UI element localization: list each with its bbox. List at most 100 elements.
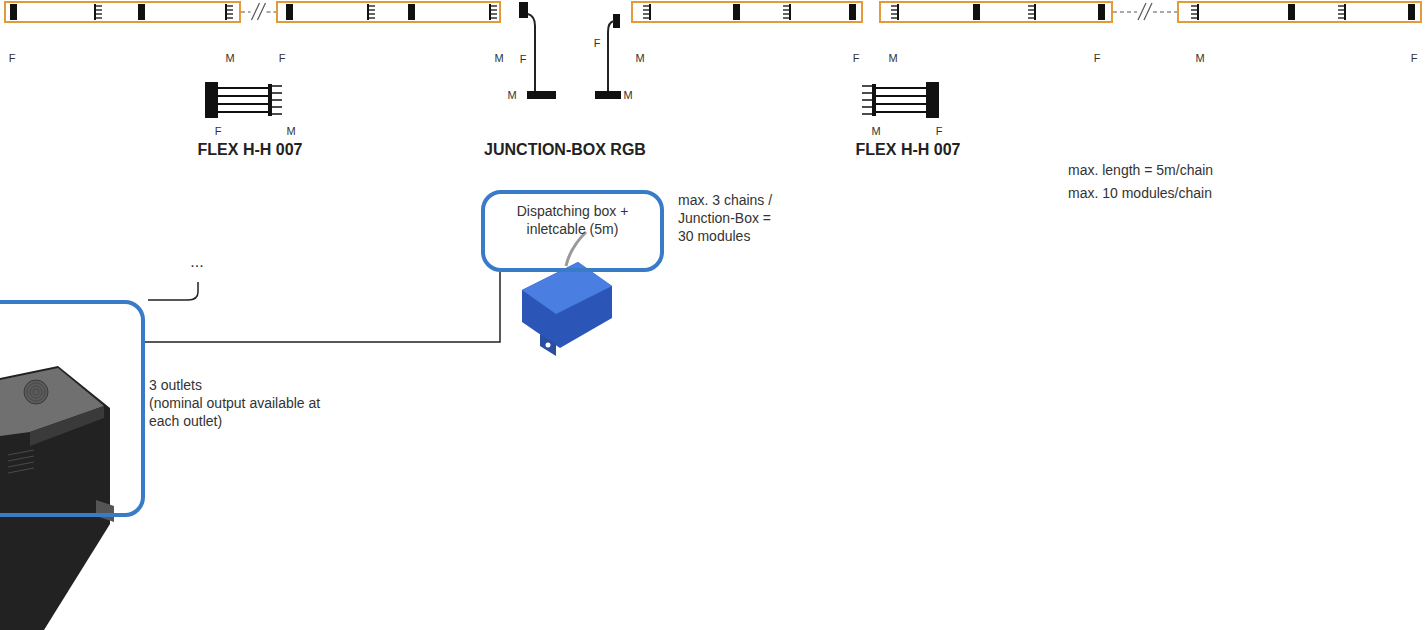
flex-tooth [862,106,872,108]
module-connector [733,4,740,20]
flex-wire [218,103,268,105]
outlet-wire [148,282,198,300]
flex-tooth [862,92,872,94]
comb-tooth [643,17,650,18]
comb-tooth [1338,13,1345,14]
comb-tooth [783,9,790,10]
comb-tooth [1028,17,1035,18]
flex-tooth [862,113,872,115]
comb-tooth [643,9,650,10]
module-connector [138,4,145,20]
comb-tooth [95,5,102,6]
connector-gender: M [494,51,503,65]
comb-tooth [95,17,102,18]
dispatching-box: Dispatching box + inletcable (5m) [481,190,664,272]
lead-plug [595,91,621,99]
flex-wire [876,95,926,97]
node-text: 3 outlets [149,376,329,394]
comb-tooth [226,5,233,6]
connector-gender: M [1195,51,1204,65]
flex-plug [926,82,939,118]
flex-tooth [862,99,872,101]
connector-gender: M [623,88,632,102]
connector-gender: F [215,124,222,138]
flex-tooth [272,113,282,115]
module-connector [1098,4,1105,20]
comb-tooth [95,9,102,10]
module-connector [1288,4,1295,20]
device-print [8,468,34,473]
comb-tooth [891,13,898,14]
speaker-ring [33,389,39,395]
led-module [277,2,500,22]
module-connector [973,4,980,20]
module-outline [1178,2,1421,22]
chain-break [241,3,276,20]
connector-gender: M [888,51,897,65]
comb-tooth [1191,17,1198,18]
speaker-grille [24,380,48,404]
comb-tooth [643,5,650,6]
connector-gender: F [9,51,16,65]
connector-gender: F [936,124,943,138]
comb-tooth [226,17,233,18]
led-module [632,2,862,22]
text-holder: Dispatching box + inletcable (5m) [503,202,643,238]
comb-tooth [891,5,898,6]
connector-gender: M [635,51,644,65]
comb-tooth [368,13,375,14]
comb-tooth [1028,13,1035,14]
flex-plug [205,82,218,118]
connector-gender: F [594,36,601,50]
connector-gender: F [1411,51,1418,65]
flex-tooth [272,99,282,101]
speaker-ring [27,383,45,401]
flex-wire [218,87,268,89]
device-print [8,456,34,461]
part-name: JUNCTION-BOX RGB [484,140,646,161]
part-name: FLEX H-H 007 [198,140,303,161]
comb-tooth [1028,9,1035,10]
flex-socket [268,84,272,116]
flex-socket [872,84,876,116]
controller-box: 3 outlets(nominal output available at ea… [0,300,145,517]
lead-wire [608,21,614,92]
controller-device [0,366,114,630]
connector-gender: M [871,124,880,138]
connector-gender: M [225,51,234,65]
connector-gender: F [520,52,527,66]
module-outline [632,2,862,22]
comb-tooth [95,13,102,14]
comb-tooth [226,9,233,10]
break-dash [1113,12,1137,13]
device-print [8,462,34,467]
comb-tooth [226,13,233,14]
connector-gender: F [279,51,286,65]
led-module [880,2,1112,22]
flex-tooth [272,106,282,108]
connector-gender: M [286,124,295,138]
device-front [30,406,104,446]
note: ... [190,252,203,273]
comb-tooth [783,13,790,14]
outlet-wire [145,272,500,342]
led-module [1178,2,1421,22]
comb-tooth [891,17,898,18]
note: max. 10 modules/chain [1068,184,1212,202]
break-dash [241,12,251,13]
comb-tooth [368,17,375,18]
comb-tooth [490,5,497,6]
break-slash [258,3,266,20]
comb-tooth [1338,17,1345,18]
box-hole [546,343,551,348]
comb-tooth [1338,9,1345,10]
break-slash [1144,3,1152,20]
module-outline [5,2,240,22]
break-dash [267,12,277,13]
flex-cable-symbol [205,82,282,118]
flex-tooth [272,85,282,87]
speaker-ring [30,386,42,398]
device-print [8,450,34,455]
